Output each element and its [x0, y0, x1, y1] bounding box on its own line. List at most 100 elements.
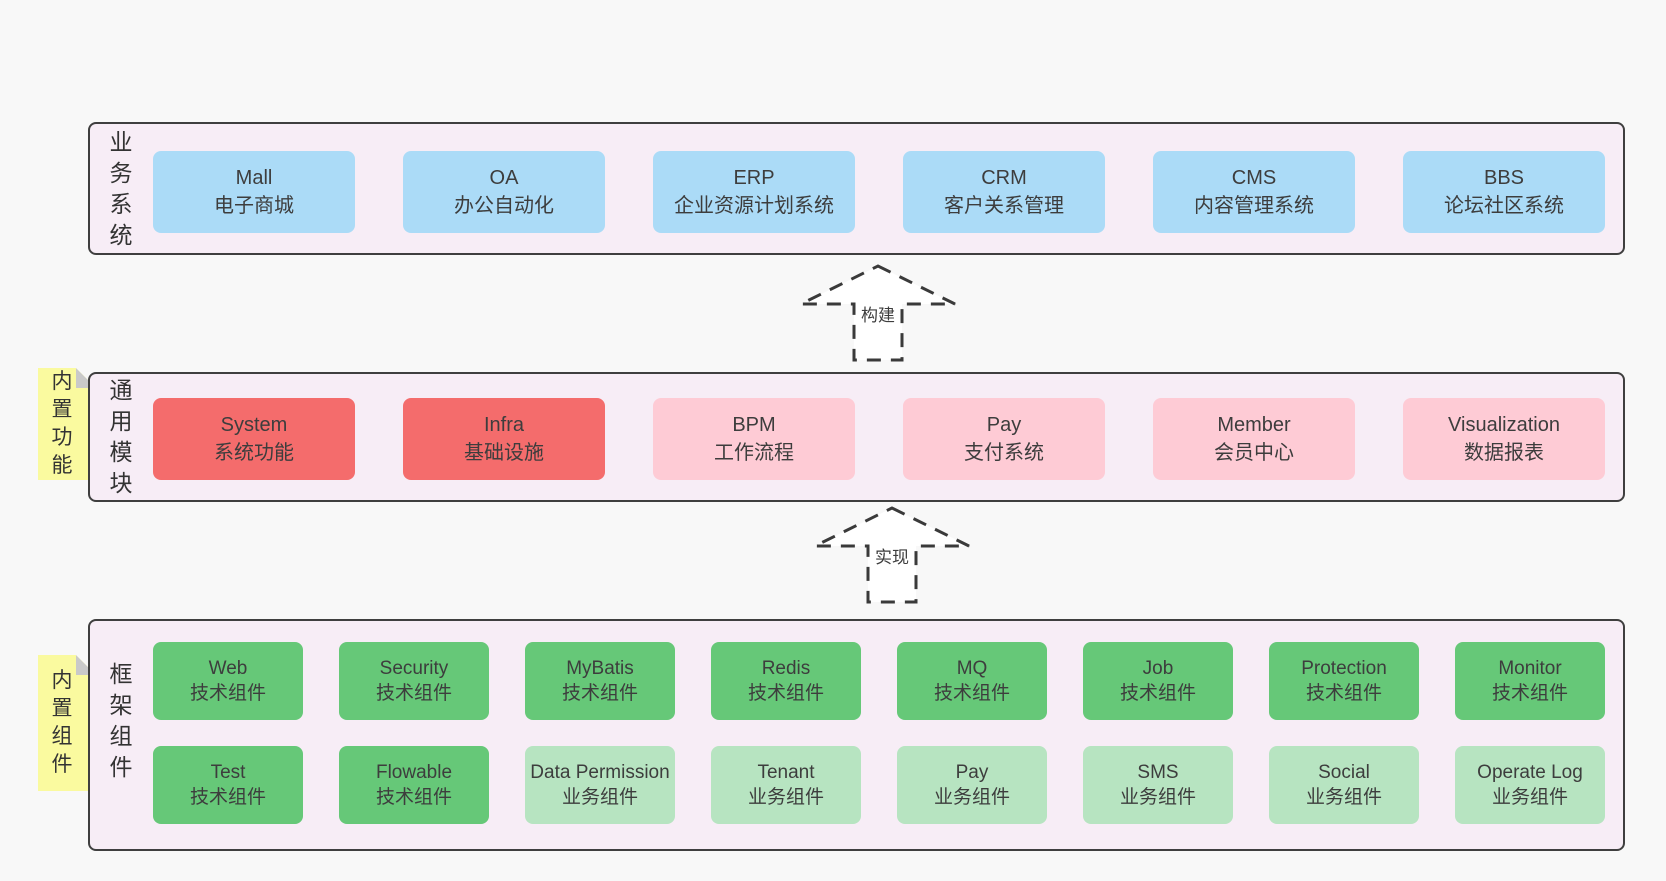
box-name: MQ	[956, 658, 988, 679]
box-name: Pay	[986, 414, 1022, 436]
framework-components-row-2: Test 技术组件 Flowable 技术组件 Data Permission …	[153, 746, 1605, 824]
box-desc: 工作流程	[714, 442, 794, 464]
box-desc: 业务组件	[561, 787, 638, 808]
box-name: MyBatis	[566, 658, 634, 679]
box-desc: 支付系统	[964, 442, 1044, 464]
box-desc: 会员中心	[1214, 442, 1294, 464]
business-systems-row: Mall 电子商城 OA 办公自动化 ERP 企业资源计划系统 CRM 客户关系…	[153, 151, 1605, 233]
implement-arrow: 实现	[812, 505, 972, 605]
box-web: Web 技术组件	[153, 642, 303, 720]
box-cms: CMS 内容管理系统	[1153, 151, 1355, 233]
layer-label-common-modules: 通用模块	[109, 377, 133, 496]
build-arrow: 构建	[798, 263, 958, 363]
box-desc: 企业资源计划系统	[674, 195, 834, 217]
box-operate-log: Operate Log 业务组件	[1455, 746, 1605, 824]
layer-label-framework-components: 框架组件	[109, 661, 133, 781]
box-security: Security 技术组件	[339, 642, 489, 720]
box-name: Pay	[955, 762, 989, 783]
layer-framework-components: 框架组件 Web 技术组件 Security 技术组件 MyBatis 技术组件…	[88, 619, 1625, 851]
box-name: Test	[210, 762, 246, 783]
box-name: Visualization	[1448, 414, 1560, 436]
box-name: Data Permission	[530, 762, 670, 783]
note-built-in-features-label: 内置功能	[51, 370, 73, 477]
box-flowable: Flowable 技术组件	[339, 746, 489, 824]
box-crm: CRM 客户关系管理	[903, 151, 1105, 233]
implement-arrow-label: 实现	[872, 543, 912, 568]
box-desc: 技术组件	[1305, 683, 1382, 704]
box-name: Protection	[1301, 658, 1387, 679]
box-redis: Redis 技术组件	[711, 642, 861, 720]
box-name: Social	[1318, 762, 1370, 783]
box-desc: 基础设施	[464, 442, 544, 464]
box-desc: 办公自动化	[454, 195, 554, 217]
box-name: Flowable	[375, 762, 453, 783]
box-bpm: BPM 工作流程	[653, 398, 855, 480]
box-name: Job	[1142, 658, 1174, 679]
box-tenant: Tenant 业务组件	[711, 746, 861, 824]
box-social: Social 业务组件	[1269, 746, 1419, 824]
box-name: CMS	[1231, 167, 1277, 189]
layer-label-business-systems: 业务系统	[109, 128, 133, 248]
box-name: Redis	[761, 658, 811, 679]
box-desc: 论坛社区系统	[1444, 195, 1564, 217]
box-data-permission: Data Permission 业务组件	[525, 746, 675, 824]
box-pay-business: Pay 业务组件	[897, 746, 1047, 824]
box-desc: 技术组件	[1119, 683, 1196, 704]
box-visualization: Visualization 数据报表	[1403, 398, 1605, 480]
box-desc: 技术组件	[189, 787, 266, 808]
box-member: Member 会员中心	[1153, 398, 1355, 480]
framework-components-row-1: Web 技术组件 Security 技术组件 MyBatis 技术组件 Redi…	[153, 642, 1605, 720]
box-infra: Infra 基础设施	[403, 398, 605, 480]
box-desc: 业务组件	[933, 787, 1010, 808]
box-desc: 内容管理系统	[1194, 195, 1314, 217]
box-desc: 系统功能	[214, 442, 294, 464]
box-desc: 技术组件	[561, 683, 638, 704]
box-monitor: Monitor 技术组件	[1455, 642, 1605, 720]
box-test: Test 技术组件	[153, 746, 303, 824]
box-desc: 技术组件	[1491, 683, 1568, 704]
box-name: SMS	[1137, 762, 1179, 783]
box-name: Member	[1217, 414, 1291, 436]
common-modules-row: System 系统功能 Infra 基础设施 BPM 工作流程 Pay 支付系统…	[153, 398, 1605, 480]
box-desc: 电子商城	[214, 195, 294, 217]
box-name: Security	[379, 658, 449, 679]
box-desc: 业务组件	[1491, 787, 1568, 808]
box-desc: 技术组件	[747, 683, 824, 704]
box-name: Web	[208, 658, 248, 679]
box-desc: 技术组件	[933, 683, 1010, 704]
layer-common-modules: 通用模块 System 系统功能 Infra 基础设施 BPM 工作流程 Pay…	[88, 372, 1625, 502]
box-desc: 技术组件	[189, 683, 266, 704]
box-name: Tenant	[757, 762, 815, 783]
build-arrow-label: 构建	[858, 301, 898, 326]
note-built-in-components-label: 内置组件	[51, 669, 73, 776]
box-name: System	[220, 414, 288, 436]
box-name: Operate Log	[1477, 762, 1583, 783]
box-oa: OA 办公自动化	[403, 151, 605, 233]
box-job: Job 技术组件	[1083, 642, 1233, 720]
box-bbs: BBS 论坛社区系统	[1403, 151, 1605, 233]
box-desc: 业务组件	[747, 787, 824, 808]
box-mybatis: MyBatis 技术组件	[525, 642, 675, 720]
box-name: OA	[489, 167, 519, 189]
box-system: System 系统功能	[153, 398, 355, 480]
note-built-in-features: 内置功能	[38, 368, 96, 480]
box-name: ERP	[733, 167, 775, 189]
box-name: CRM	[981, 167, 1027, 189]
box-desc: 业务组件	[1119, 787, 1196, 808]
box-desc: 技术组件	[375, 683, 452, 704]
note-built-in-components: 内置组件	[38, 655, 96, 791]
layer-business-systems: 业务系统 Mall 电子商城 OA 办公自动化 ERP 企业资源计划系统 CRM…	[88, 122, 1625, 255]
box-name: Infra	[483, 414, 525, 436]
box-protection: Protection 技术组件	[1269, 642, 1419, 720]
box-erp: ERP 企业资源计划系统	[653, 151, 855, 233]
box-mall: Mall 电子商城	[153, 151, 355, 233]
box-name: BBS	[1483, 167, 1525, 189]
box-desc: 客户关系管理	[944, 195, 1064, 217]
box-name: Mall	[235, 167, 273, 189]
box-mq: MQ 技术组件	[897, 642, 1047, 720]
box-desc: 技术组件	[375, 787, 452, 808]
box-sms: SMS 业务组件	[1083, 746, 1233, 824]
box-name: Monitor	[1498, 658, 1562, 679]
box-pay: Pay 支付系统	[903, 398, 1105, 480]
